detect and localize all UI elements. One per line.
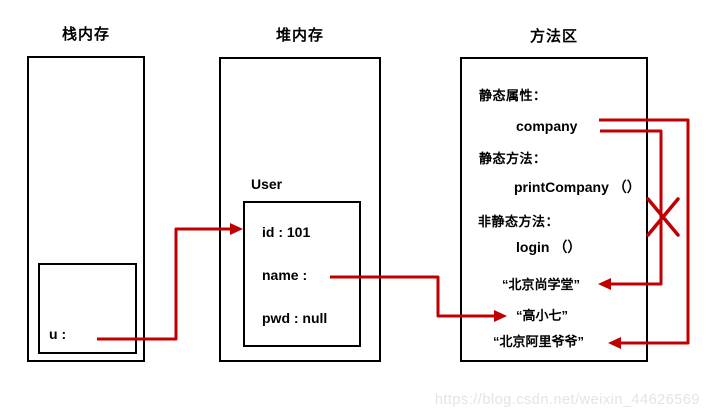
static-attr-header: 静态属性： [479,88,547,103]
string-constant-gaoxiaoqi: “高小七” [516,308,569,323]
static-attr-company: company [516,118,578,134]
method-area-title: 方法区 [529,28,578,45]
heap-title: 堆内存 [275,27,324,44]
user-field-name: name : [262,267,308,283]
string-constant-shangxuetang: “北京尚学堂” [502,277,581,292]
user-field-id: id : 101 [262,224,311,240]
static-method-header: 静态方法： [479,151,547,166]
heap-box [219,57,381,362]
cross-out-x-icon [646,197,680,237]
watermark: https://blog.csdn.net/weixin_44626569 [434,392,700,408]
instance-method-login: login （） [516,239,582,255]
user-field-pwd: pwd : null [262,310,328,326]
stack-box [27,56,145,362]
stack-var-u: u : [49,326,67,342]
user-object-label: User [251,176,283,192]
string-constant-alibaba: “北京阿里爷爷” [493,334,585,349]
user-object-box [243,201,361,347]
stack-title: 栈内存 [61,26,110,43]
instance-method-header: 非静态方法： [478,214,560,229]
static-method-printcompany: printCompany （） [514,179,641,195]
